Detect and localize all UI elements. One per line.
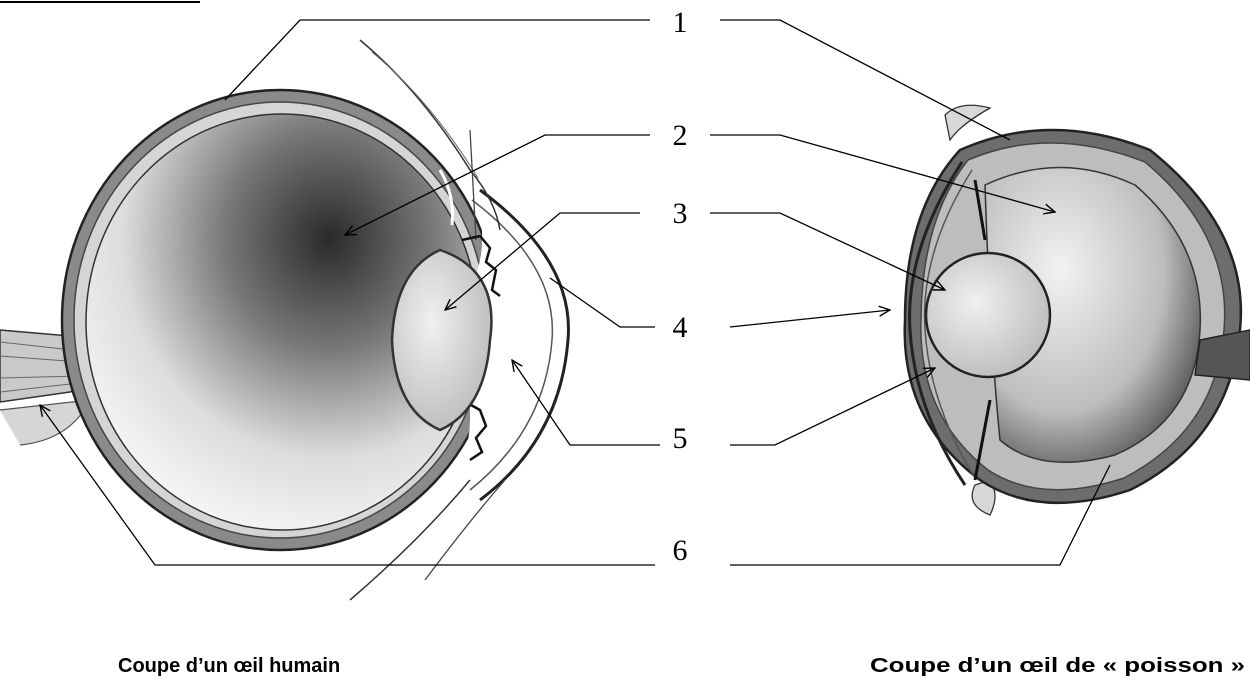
caption-human-eye: Coupe d’un œil humain xyxy=(118,655,340,677)
label-4: 4 xyxy=(673,311,688,344)
caption-fish-eye: Coupe d’un œil de « poisson » xyxy=(870,655,1245,677)
label-2: 2 xyxy=(673,119,688,152)
label-5: 5 xyxy=(673,422,688,455)
human-eye-illustration xyxy=(0,40,568,600)
leader-1-human xyxy=(225,20,650,100)
fish-lens xyxy=(926,253,1050,377)
leader-4-fish xyxy=(730,310,890,327)
label-3: 3 xyxy=(673,197,688,230)
label-6: 6 xyxy=(673,534,688,567)
label-1: 1 xyxy=(673,6,688,39)
leader-5-fish xyxy=(730,368,935,445)
fish-eye-illustration xyxy=(905,105,1250,515)
